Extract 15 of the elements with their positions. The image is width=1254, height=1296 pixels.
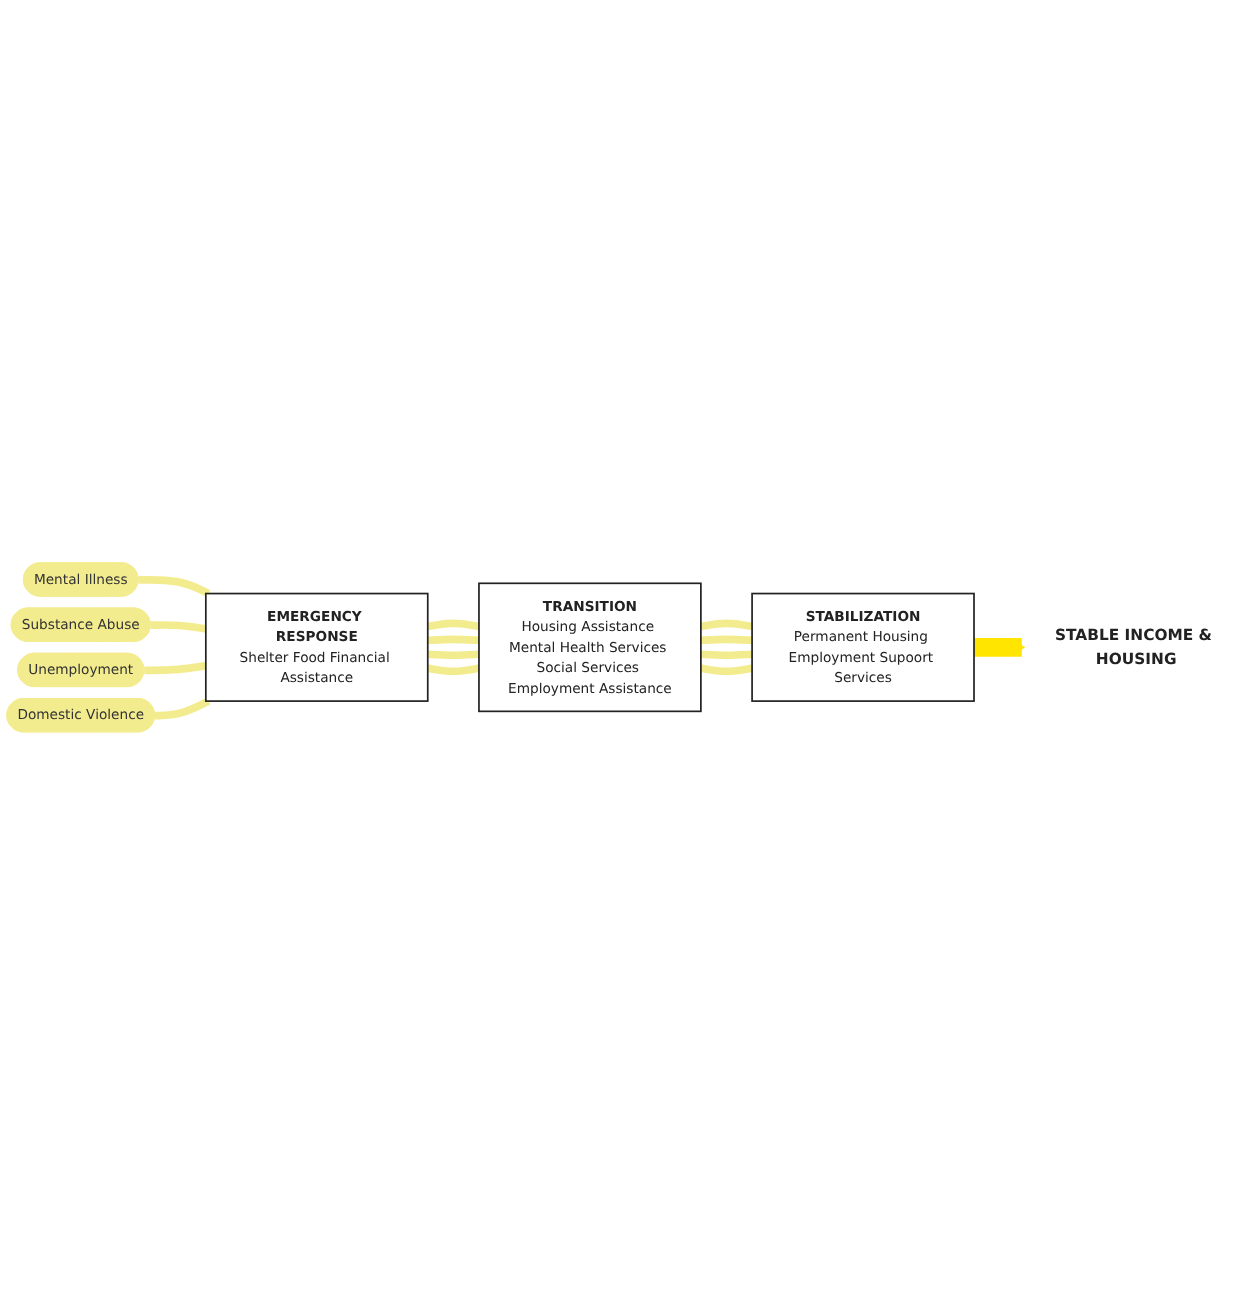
connector (144, 662, 207, 675)
connector (700, 651, 753, 660)
connector (154, 698, 211, 721)
node-box (478, 583, 702, 713)
connector (150, 621, 207, 634)
connector (427, 665, 480, 676)
connector (138, 576, 211, 598)
connector (700, 636, 753, 645)
connector (427, 651, 480, 660)
node-box (204, 593, 429, 703)
connector (427, 620, 480, 631)
connector (700, 620, 753, 631)
node-box (751, 593, 975, 703)
connector (427, 636, 480, 645)
connector (700, 665, 753, 676)
